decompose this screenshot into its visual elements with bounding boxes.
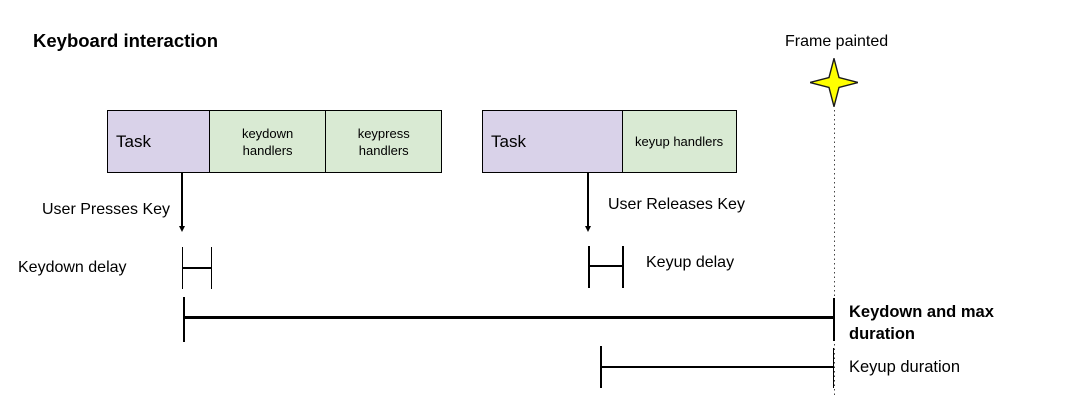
user-presses-key-label: User Presses Key bbox=[42, 201, 171, 218]
frame-painted-label: Frame painted bbox=[785, 33, 889, 50]
user-releases-key-arrow-line bbox=[587, 173, 589, 227]
keypress-handlers-segment: keypress handlers bbox=[325, 110, 443, 173]
task-segment: Task bbox=[107, 110, 210, 173]
keyup-duration-label: Keyup duration bbox=[849, 358, 960, 376]
task-segment-label: Task bbox=[116, 131, 151, 151]
duration-right-cap bbox=[833, 348, 835, 388]
interval-connector bbox=[182, 267, 211, 269]
user-releases-key-arrowhead-icon bbox=[584, 226, 591, 232]
keyup-handlers-label: keyup handlers bbox=[635, 134, 724, 149]
duration-line bbox=[183, 316, 834, 319]
interval-left-tick bbox=[588, 246, 590, 288]
duration-left-cap bbox=[182, 297, 186, 342]
keyup-delay-label: Keyup delay bbox=[646, 254, 735, 271]
user-presses-key-arrow-line bbox=[181, 173, 183, 227]
frame-painted-dotted-line bbox=[834, 110, 836, 397]
user-releases-key-label: User Releases Key bbox=[608, 196, 745, 213]
frame-painted-star-icon bbox=[810, 58, 858, 107]
user-presses-key-arrowhead-icon bbox=[178, 226, 185, 232]
interval-connector bbox=[588, 265, 623, 267]
keydown-duration-label: Keydown and max duration bbox=[849, 303, 994, 343]
diagram-title: Keyboard interaction bbox=[33, 30, 219, 51]
keyup-handlers-segment: keyup handlers bbox=[621, 110, 737, 173]
interval-right-tick bbox=[210, 247, 212, 289]
task-segment: Task bbox=[482, 110, 623, 173]
keypress-handlers-label: keypress handlers bbox=[357, 125, 410, 158]
task-segment-label: Task bbox=[491, 131, 526, 151]
duration-line bbox=[601, 366, 834, 368]
keydown-handlers-label: keydown handlers bbox=[241, 125, 294, 158]
keydown-task-bar: Task keydown handlers keypress handlers bbox=[107, 110, 443, 173]
interval-right-tick bbox=[622, 246, 624, 288]
keydown-handlers-segment: keydown handlers bbox=[208, 110, 327, 173]
duration-right-cap bbox=[832, 298, 836, 341]
keydown-delay-label: Keydown delay bbox=[18, 259, 127, 276]
keyup-task-bar: Task keyup handlers bbox=[482, 110, 737, 173]
